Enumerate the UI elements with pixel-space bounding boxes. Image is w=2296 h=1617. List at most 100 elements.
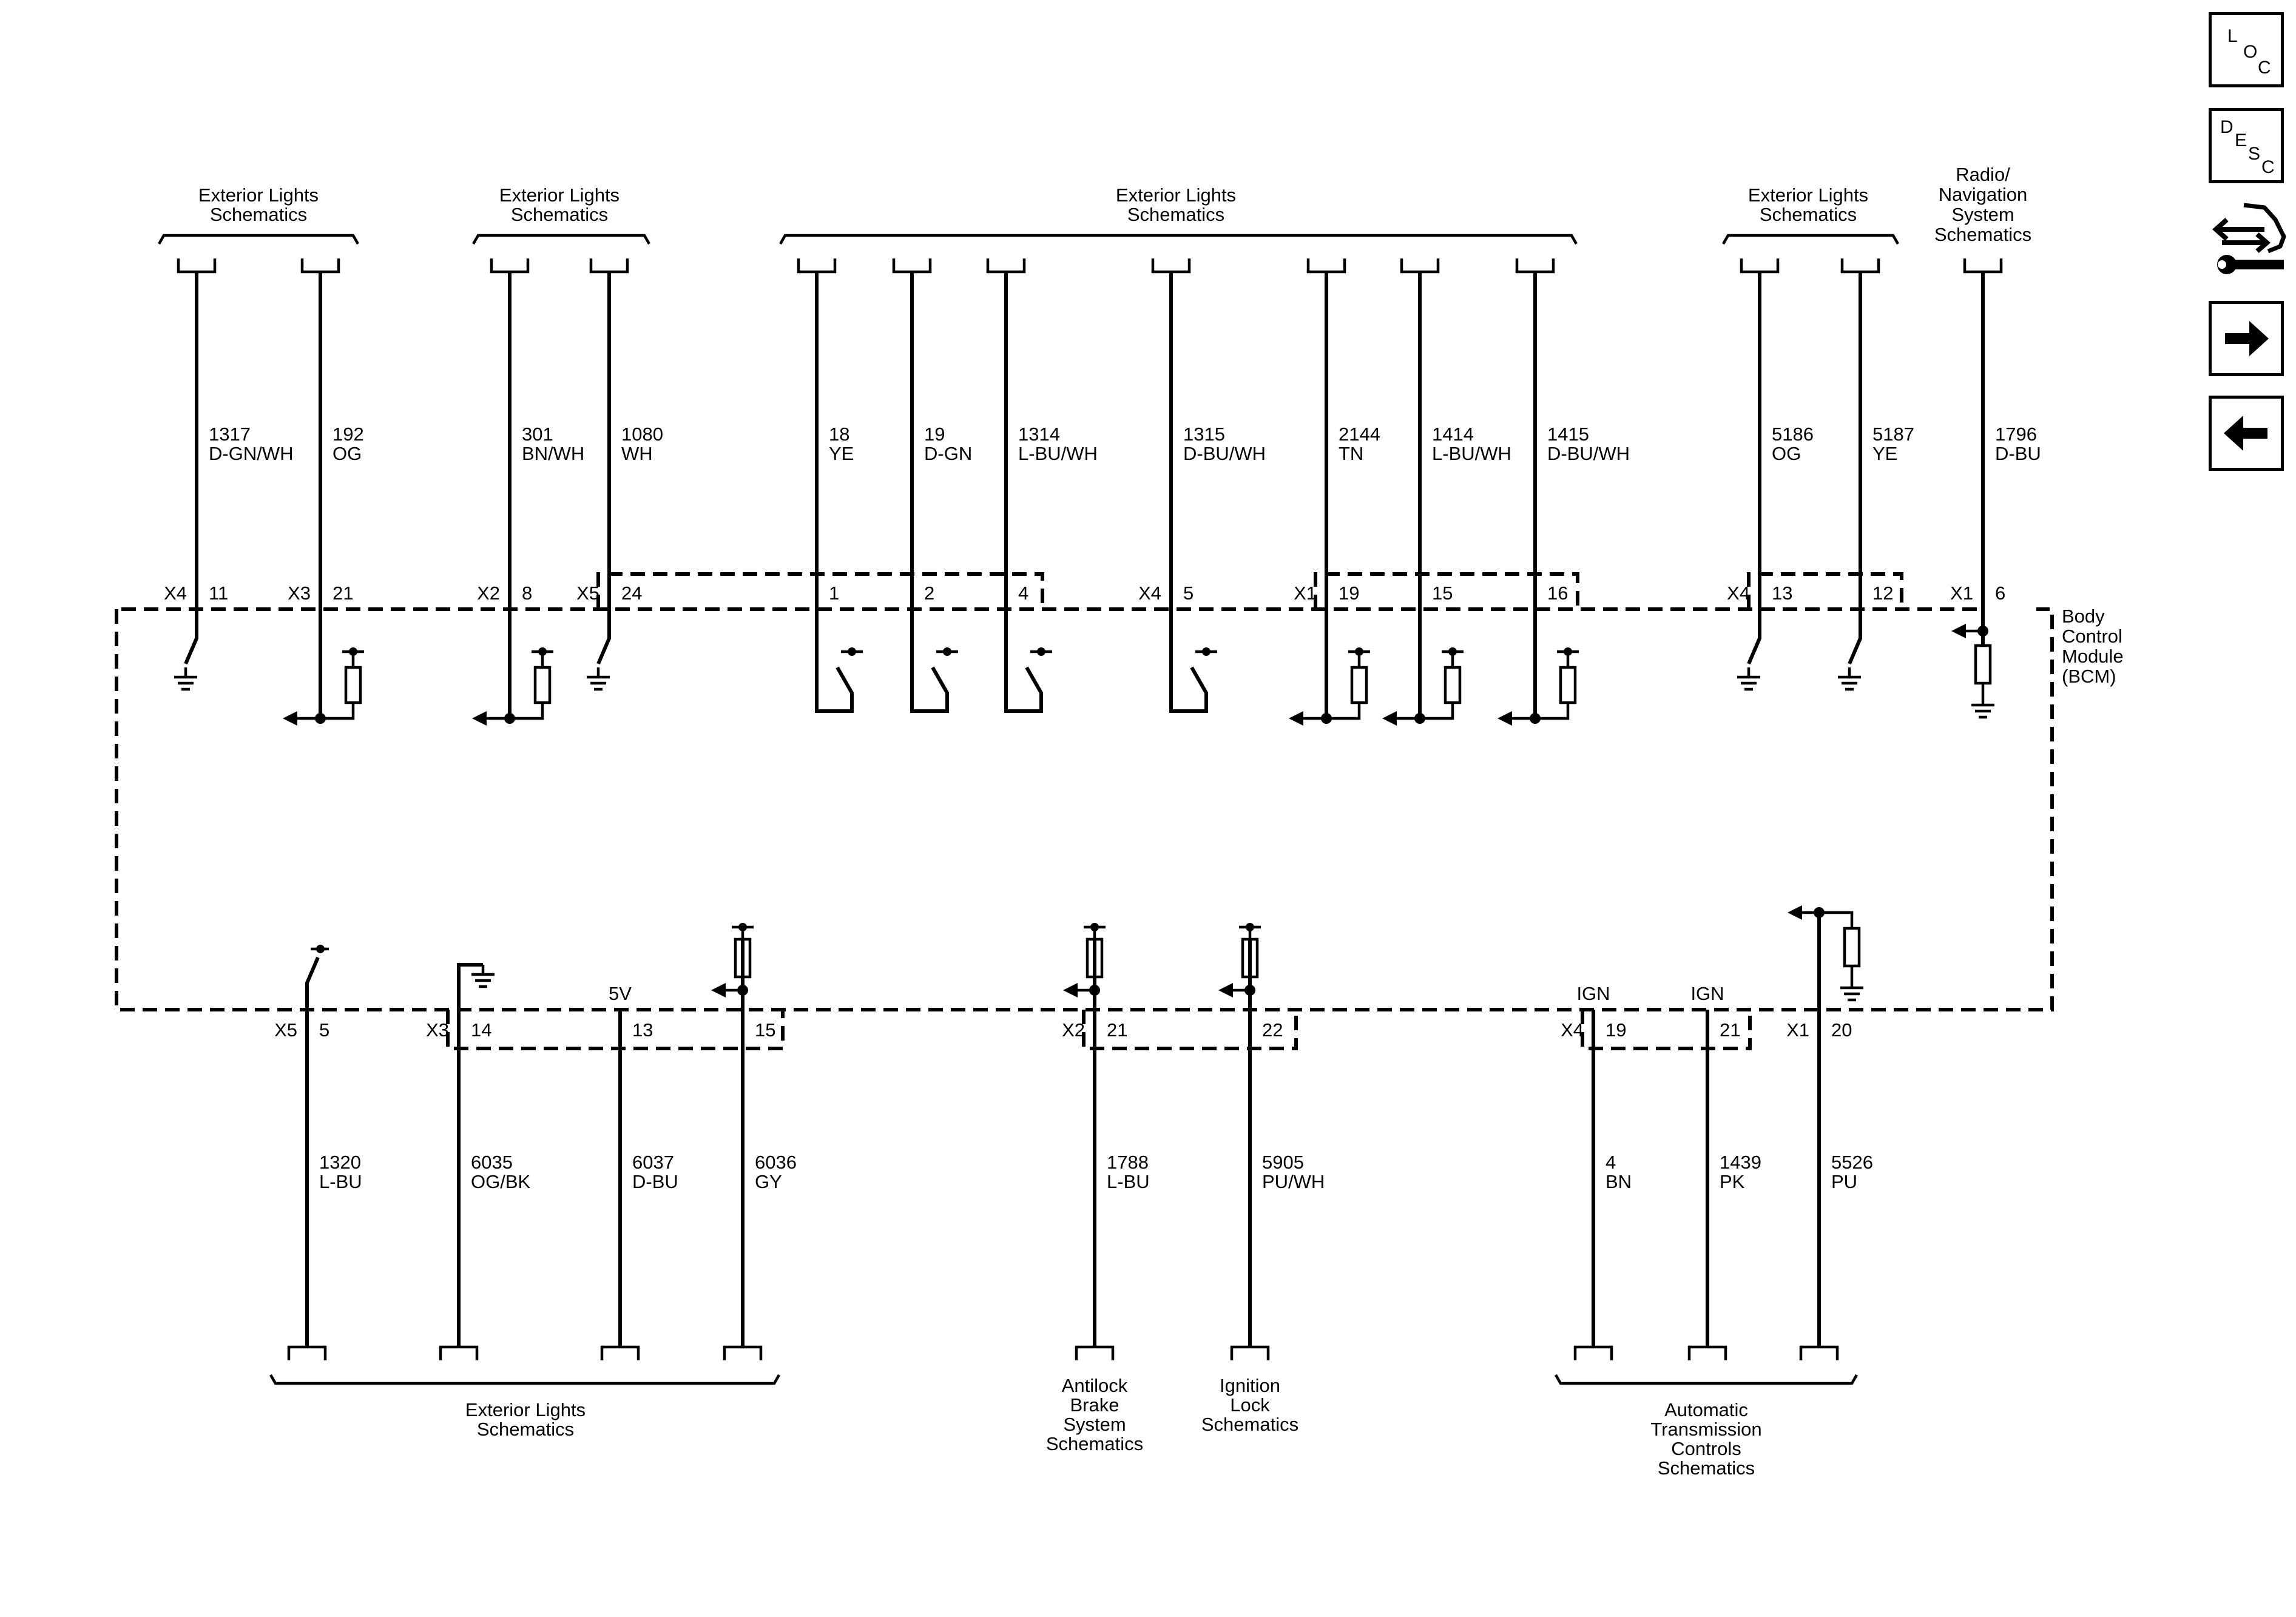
desc-button[interactable]: D E S C — [2209, 108, 2284, 183]
top-circuit-number: 1415 — [1547, 424, 1589, 445]
top-destination-label: Exterior Lights — [499, 184, 620, 206]
bcm-module-name-line: Control — [2062, 626, 2122, 647]
internal-ground — [1971, 703, 1994, 719]
top-harness-connector — [1840, 258, 1880, 274]
internal-supply-dot — [538, 647, 547, 656]
internal-switch — [184, 609, 198, 665]
top-pin-number: 11 — [209, 582, 228, 604]
top-destination-label: Navigation — [1939, 184, 2027, 205]
bottom-pin-number: 13 — [632, 1019, 653, 1041]
connector-wrench-icon — [2212, 203, 2286, 274]
internal-supply-dot — [943, 647, 951, 656]
internal-pullup-link — [1326, 704, 1361, 720]
internal-resistor — [344, 666, 362, 704]
desc-letter-e: E — [2235, 130, 2247, 150]
top-wire-color: WH — [621, 443, 653, 464]
top-connector-id: X5 — [576, 582, 599, 604]
internal-output-arrow — [1497, 711, 1512, 726]
bottom-destination-label: Exterior Lights — [465, 1399, 586, 1420]
top-harness-connector — [797, 258, 837, 274]
bcm-module-name-line: (BCM) — [2062, 666, 2116, 687]
bottom-pin-number: 5 — [319, 1019, 329, 1041]
internal-low-reference — [457, 963, 483, 1010]
internal-output-arrow — [1951, 624, 1966, 638]
top-wire-color: D-BU — [1995, 443, 2041, 464]
bottom-connector-id: X1 — [1786, 1019, 1809, 1041]
bottom-pin-number: 21 — [1107, 1019, 1127, 1041]
bottom-wire-color: PU — [1831, 1171, 1857, 1192]
top-circuit-number: 1314 — [1018, 424, 1060, 445]
bottom-harness-connector — [287, 1345, 327, 1360]
top-wire-color: D-GN — [924, 443, 972, 464]
bottom-circuit-number: 1320 — [319, 1152, 361, 1173]
bottom-destination-label: Schematics — [1658, 1457, 1755, 1479]
bottom-pin-number: 14 — [471, 1019, 491, 1041]
top-destination-label: Radio/ — [1956, 164, 2010, 185]
bcm-module-name-line: Module — [2062, 646, 2124, 667]
previous-page-button[interactable] — [2209, 396, 2284, 471]
bottom-pin-number: 15 — [755, 1019, 775, 1041]
top-circuit-number: 5186 — [1772, 424, 1814, 445]
internal-output-arrow — [283, 711, 297, 726]
bottom-destination-label: Brake — [1070, 1394, 1119, 1416]
top-destination-label: Exterior Lights — [1748, 184, 1868, 206]
top-pin-number: 12 — [1872, 582, 1893, 604]
bottom-destination-label: Schematics — [1046, 1433, 1143, 1454]
bottom-destination-label: Lock — [1230, 1394, 1270, 1416]
top-harness-connector — [1740, 258, 1780, 274]
top-pin-number: 5 — [1183, 582, 1194, 604]
bottom-harness-connector — [1573, 1345, 1613, 1360]
internal-output-arrow — [1289, 711, 1303, 726]
top-circuit-number: 192 — [333, 424, 364, 445]
top-connector-id: X1 — [1950, 582, 1973, 604]
loc-letter-l: L — [2227, 26, 2238, 46]
top-wire-color: D-BU/WH — [1547, 443, 1630, 464]
bottom-circuit-number: 5905 — [1262, 1152, 1304, 1173]
loc-button[interactable]: L O C — [2209, 12, 2284, 87]
loc-letter-c: C — [2258, 58, 2271, 78]
bottom-internal-label: IGN — [1690, 983, 1724, 1004]
top-harness-connector — [589, 258, 629, 274]
top-circuit-number: 1080 — [621, 424, 663, 445]
top-harness-connector — [490, 258, 530, 274]
top-destination-label: Schematics — [1760, 204, 1857, 225]
bottom-harness-connector — [439, 1345, 479, 1360]
desc-letter-c: C — [2261, 157, 2275, 177]
top-circuit-number: 1315 — [1183, 424, 1225, 445]
connector-info-button[interactable] — [2209, 201, 2288, 280]
bottom-harness-connector — [1799, 1345, 1839, 1360]
top-harness-connector — [300, 258, 340, 274]
internal-pullup-link — [320, 704, 355, 720]
top-destination-label: Schematics — [210, 204, 307, 225]
bottom-connector-group-x3 — [446, 1010, 785, 1050]
bottom-destination-label: Ignition — [1220, 1375, 1280, 1396]
bottom-destination-label: Transmission — [1650, 1419, 1761, 1440]
top-wire-color: YE — [1872, 443, 1897, 464]
top-wire-color: OG — [1772, 443, 1801, 464]
top-circuit-number: 2144 — [1339, 424, 1380, 445]
internal-high-side-switch — [1169, 609, 1208, 713]
bottom-connector-group-x4 — [1581, 1010, 1752, 1050]
top-harness-connector — [177, 258, 217, 274]
next-page-button[interactable] — [2209, 301, 2284, 376]
internal-pullup-link — [1535, 704, 1570, 720]
internal-supply-dot — [1090, 923, 1099, 931]
internal-resistor — [533, 666, 552, 704]
top-pin-number: 19 — [1339, 582, 1359, 604]
internal-supply-dot — [316, 945, 325, 953]
top-connector-id: X2 — [477, 582, 500, 604]
bcm-module-name-line: Body — [2062, 606, 2105, 627]
bottom-wire-color: GY — [755, 1171, 782, 1192]
bottom-pin-number: 22 — [1262, 1019, 1283, 1041]
top-wire-color: BN/WH — [522, 443, 584, 464]
internal-input-arrow — [1788, 905, 1802, 920]
internal-ground — [1737, 675, 1760, 691]
bottom-pin-number: 19 — [1606, 1019, 1626, 1041]
bottom-circuit-number: 6036 — [755, 1152, 797, 1173]
internal-input-arrow — [1063, 983, 1078, 998]
bottom-circuit-number: 1439 — [1720, 1152, 1761, 1173]
top-circuit-number: 1796 — [1995, 424, 2037, 445]
bottom-harness-connector — [1075, 1345, 1115, 1360]
top-pin-number: 24 — [621, 582, 642, 604]
